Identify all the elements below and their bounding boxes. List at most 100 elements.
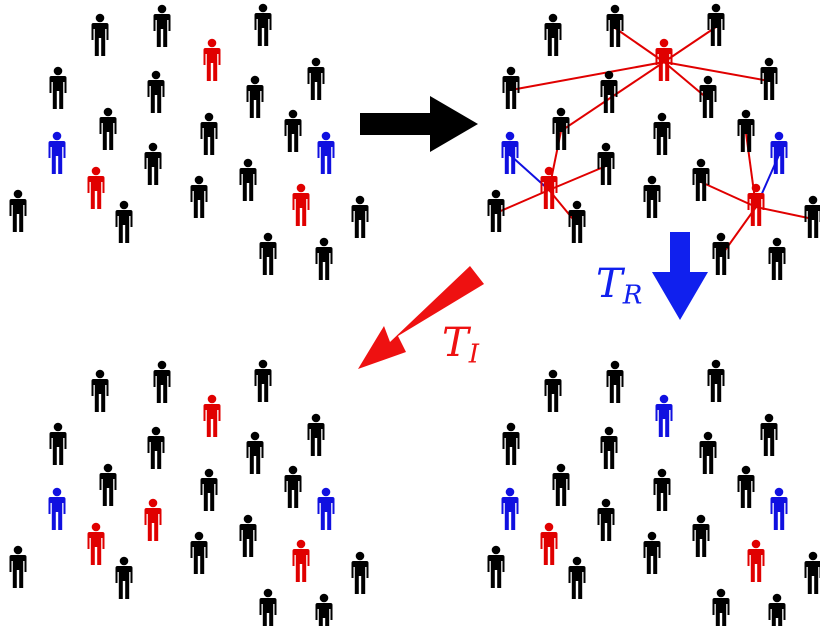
susceptible-person-icon <box>9 189 27 232</box>
contact-line <box>700 181 757 208</box>
contact-line <box>720 206 757 257</box>
susceptible-person-icon <box>712 232 730 275</box>
susceptible-person-icon <box>307 57 325 100</box>
susceptible-person-icon <box>147 426 165 469</box>
susceptible-person-icon <box>254 3 272 46</box>
recovered-person-icon <box>317 487 335 530</box>
contact-line <box>510 61 665 91</box>
susceptible-person-icon <box>49 422 67 465</box>
susceptible-person-icon <box>502 422 520 465</box>
contact-line <box>663 26 717 63</box>
susceptible-person-icon <box>568 200 586 243</box>
infection-rate-label: TI <box>442 320 479 370</box>
susceptible-person-icon <box>653 468 671 511</box>
infected-person-icon <box>540 522 558 565</box>
recovered-person-icon <box>48 487 66 530</box>
recovered-person-icon <box>655 394 673 437</box>
contact-line <box>755 206 814 220</box>
susceptible-person-icon <box>597 498 615 541</box>
susceptible-person-icon <box>307 413 325 456</box>
susceptible-person-icon <box>99 107 117 150</box>
susceptible-person-icon <box>190 531 208 574</box>
susceptible-person-icon <box>190 175 208 218</box>
susceptible-person-icon <box>552 107 570 150</box>
susceptible-person-icon <box>643 531 661 574</box>
susceptible-person-icon <box>153 360 171 403</box>
susceptible-person-icon <box>315 237 333 280</box>
susceptible-person-icon <box>600 70 618 113</box>
susceptible-person-icon <box>606 4 624 47</box>
susceptible-person-icon <box>653 112 671 155</box>
transition-arrow-icon <box>360 96 478 152</box>
susceptible-person-icon <box>692 514 710 557</box>
infected-person-icon <box>144 498 162 541</box>
susceptible-person-icon <box>239 158 257 201</box>
population <box>9 3 820 626</box>
susceptible-person-icon <box>692 158 710 201</box>
infected-person-icon <box>292 183 310 226</box>
susceptible-person-icon <box>760 413 778 456</box>
panel-initial <box>9 3 369 280</box>
susceptible-person-icon <box>99 463 117 506</box>
infected-person-icon <box>203 38 221 81</box>
susceptible-person-icon <box>246 431 264 474</box>
susceptible-person-icon <box>643 175 661 218</box>
susceptible-person-icon <box>502 66 520 109</box>
susceptible-person-icon <box>200 468 218 511</box>
susceptible-person-icon <box>115 556 133 599</box>
susceptible-person-icon <box>699 75 717 118</box>
susceptible-person-icon <box>200 112 218 155</box>
infected-person-icon <box>747 539 765 582</box>
infection-arrow-icon <box>358 266 484 369</box>
susceptible-person-icon <box>804 551 820 594</box>
recovery-rate-label: TR <box>596 261 643 311</box>
susceptible-person-icon <box>568 556 586 599</box>
recovered-person-icon <box>501 487 519 530</box>
susceptible-person-icon <box>91 369 109 412</box>
susceptible-person-icon <box>351 551 369 594</box>
susceptible-person-icon <box>254 359 272 402</box>
panel-after-infection <box>9 359 369 626</box>
susceptible-person-icon <box>9 545 27 588</box>
susceptible-person-icon <box>91 13 109 56</box>
panel-contacts <box>487 3 820 280</box>
susceptible-person-icon <box>544 369 562 412</box>
susceptible-person-icon <box>153 4 171 47</box>
susceptible-person-icon <box>768 593 786 626</box>
contact-line <box>663 61 770 82</box>
susceptible-person-icon <box>315 593 333 626</box>
susceptible-person-icon <box>597 142 615 185</box>
susceptible-person-icon <box>239 514 257 557</box>
susceptible-person-icon <box>600 426 618 469</box>
susceptible-person-icon <box>544 13 562 56</box>
contact-line <box>548 165 607 191</box>
infected-person-icon <box>655 38 673 81</box>
susceptible-person-icon <box>284 465 302 508</box>
susceptible-person-icon <box>259 232 277 275</box>
infected-person-icon <box>87 522 105 565</box>
recovered-person-icon <box>317 131 335 174</box>
susceptible-person-icon <box>699 431 717 474</box>
susceptible-person-icon <box>768 237 786 280</box>
recovered-person-icon <box>48 131 66 174</box>
recovered-person-icon <box>770 487 788 530</box>
susceptible-person-icon <box>144 142 162 185</box>
susceptible-person-icon <box>49 66 67 109</box>
susceptible-person-icon <box>147 70 165 113</box>
susceptible-person-icon <box>707 3 725 46</box>
susceptible-person-icon <box>284 109 302 152</box>
susceptible-person-icon <box>259 588 277 626</box>
susceptible-person-icon <box>246 75 264 118</box>
susceptible-person-icon <box>707 359 725 402</box>
susceptible-person-icon <box>712 588 730 626</box>
susceptible-person-icon <box>487 545 505 588</box>
panel-after-recovery <box>487 359 820 626</box>
susceptible-person-icon <box>737 465 755 508</box>
contact-line <box>509 154 550 191</box>
susceptible-person-icon <box>737 109 755 152</box>
susceptible-person-icon <box>115 200 133 243</box>
susceptible-person-icon <box>552 463 570 506</box>
infected-person-icon <box>292 539 310 582</box>
recovery-arrow-icon <box>652 232 708 320</box>
